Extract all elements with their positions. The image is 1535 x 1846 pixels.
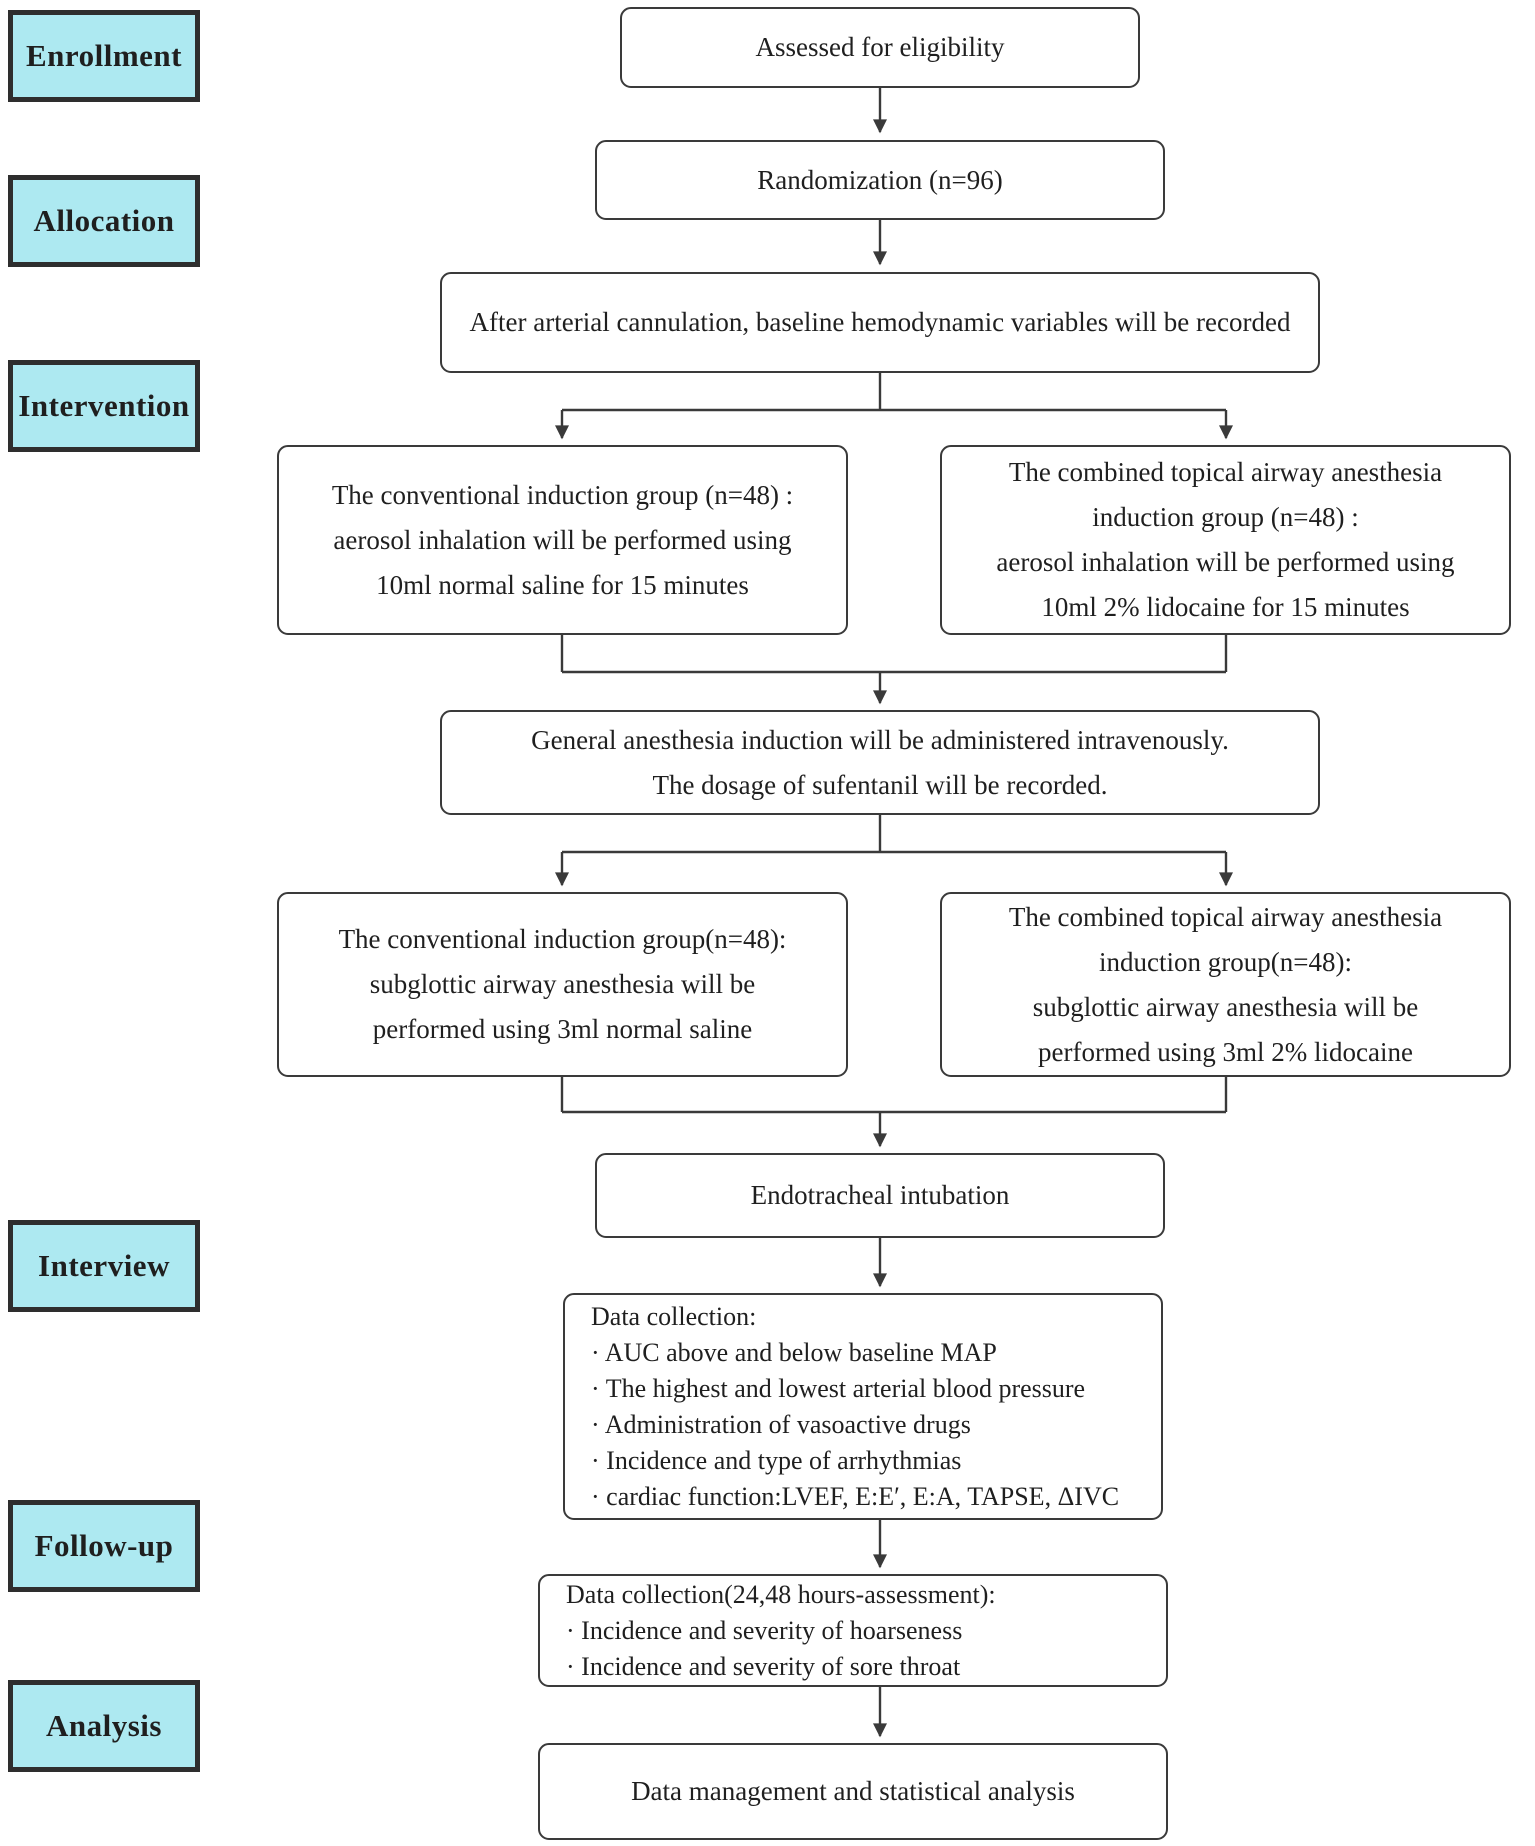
flow-box-data-collection-followup: Data collection(24,48 hours-assessment):… bbox=[538, 1574, 1168, 1687]
box-text: Assessed for eligibility bbox=[755, 32, 1005, 62]
box-text-line: The combined topical airway anesthesia bbox=[1008, 901, 1443, 932]
box-text-line: performed using 3ml normal saline bbox=[372, 1014, 753, 1044]
flow-box-data-management-analysis: Data management and statistical analysis bbox=[538, 1743, 1168, 1840]
flow-box-randomization: Randomization (n=96) bbox=[595, 140, 1165, 220]
stage-label-follow-up: Follow-up bbox=[8, 1500, 200, 1592]
box-text: Endotracheal intubation bbox=[750, 1180, 1010, 1210]
stage-label-interview: Interview bbox=[8, 1220, 200, 1312]
flow-box-general-anesthesia-induction: General anesthesia induction will be adm… bbox=[440, 710, 1320, 815]
flow-box-data-collection: Data collection: · AUC above and below b… bbox=[563, 1293, 1163, 1520]
box-text-line: aerosol inhalation will be performed usi… bbox=[996, 547, 1455, 577]
box-text-line: subglottic airway anesthesia will be bbox=[369, 969, 756, 999]
box-text-line: subglottic airway anesthesia will be bbox=[1032, 991, 1419, 1022]
box-text-line: induction group (n=48) : bbox=[1092, 502, 1359, 532]
flow-box-combined-topical-aerosol: The combined topical airway anesthesia i… bbox=[940, 445, 1511, 635]
box-title: Data collection: bbox=[591, 1301, 757, 1331]
bullet-item: · cardiac function:LVEF, E:E′, E:A, TAPS… bbox=[591, 1481, 1120, 1511]
bullet-item: · The highest and lowest arterial blood … bbox=[591, 1373, 1086, 1403]
box-text-line: The conventional induction group(n=48): bbox=[338, 924, 787, 954]
stage-label-enrollment: Enrollment bbox=[8, 10, 200, 102]
box-text-line: The conventional induction group (n=48) … bbox=[331, 479, 794, 510]
flow-box-endotracheal-intubation: Endotracheal intubation bbox=[595, 1153, 1165, 1238]
bullet-item: · Incidence and severity of sore throat bbox=[566, 1651, 961, 1681]
bullet-item: · Administration of vasoactive drugs bbox=[591, 1409, 971, 1439]
box-text-line: The dosage of sufentanil will be recorde… bbox=[652, 769, 1108, 800]
box-title: Data collection(24,48 hours-assessment): bbox=[566, 1579, 996, 1609]
flow-box-conventional-induction-aerosol: The conventional induction group (n=48) … bbox=[277, 445, 848, 635]
flow-box-baseline-hemodynamics: After arterial cannulation, baseline hem… bbox=[440, 272, 1320, 373]
box-text: After arterial cannulation, baseline hem… bbox=[469, 307, 1291, 337]
stage-label-intervention: Intervention bbox=[8, 360, 200, 452]
box-text-line: induction group(n=48): bbox=[1099, 946, 1352, 977]
box-text: Randomization (n=96) bbox=[757, 164, 1003, 195]
stage-label-allocation: Allocation bbox=[8, 175, 200, 267]
bullet-item: · Incidence and type of arrhythmias bbox=[591, 1445, 962, 1475]
box-text-line: General anesthesia induction will be adm… bbox=[531, 724, 1229, 755]
bullet-item: · AUC above and below baseline MAP bbox=[591, 1337, 997, 1367]
box-text-line: 10ml 2% lidocaine for 15 minutes bbox=[1041, 592, 1410, 622]
flow-box-assessed-for-eligibility: Assessed for eligibility bbox=[620, 7, 1140, 88]
box-text-line: aerosol inhalation will be performed usi… bbox=[333, 524, 792, 555]
box-text-line: performed using 3ml 2% lidocaine bbox=[1038, 1036, 1413, 1067]
flow-box-conventional-induction-subglottic: The conventional induction group(n=48): … bbox=[277, 892, 848, 1077]
box-text-line: 10ml normal saline for 15 minutes bbox=[376, 569, 749, 600]
box-text: Data management and statistical analysis bbox=[631, 1776, 1075, 1806]
flow-box-combined-topical-subglottic: The combined topical airway anesthesia i… bbox=[940, 892, 1511, 1077]
bullet-item: · Incidence and severity of hoarseness bbox=[566, 1615, 963, 1645]
box-text-line: The combined topical airway anesthesia bbox=[1008, 457, 1443, 487]
stage-label-analysis: Analysis bbox=[8, 1680, 200, 1772]
